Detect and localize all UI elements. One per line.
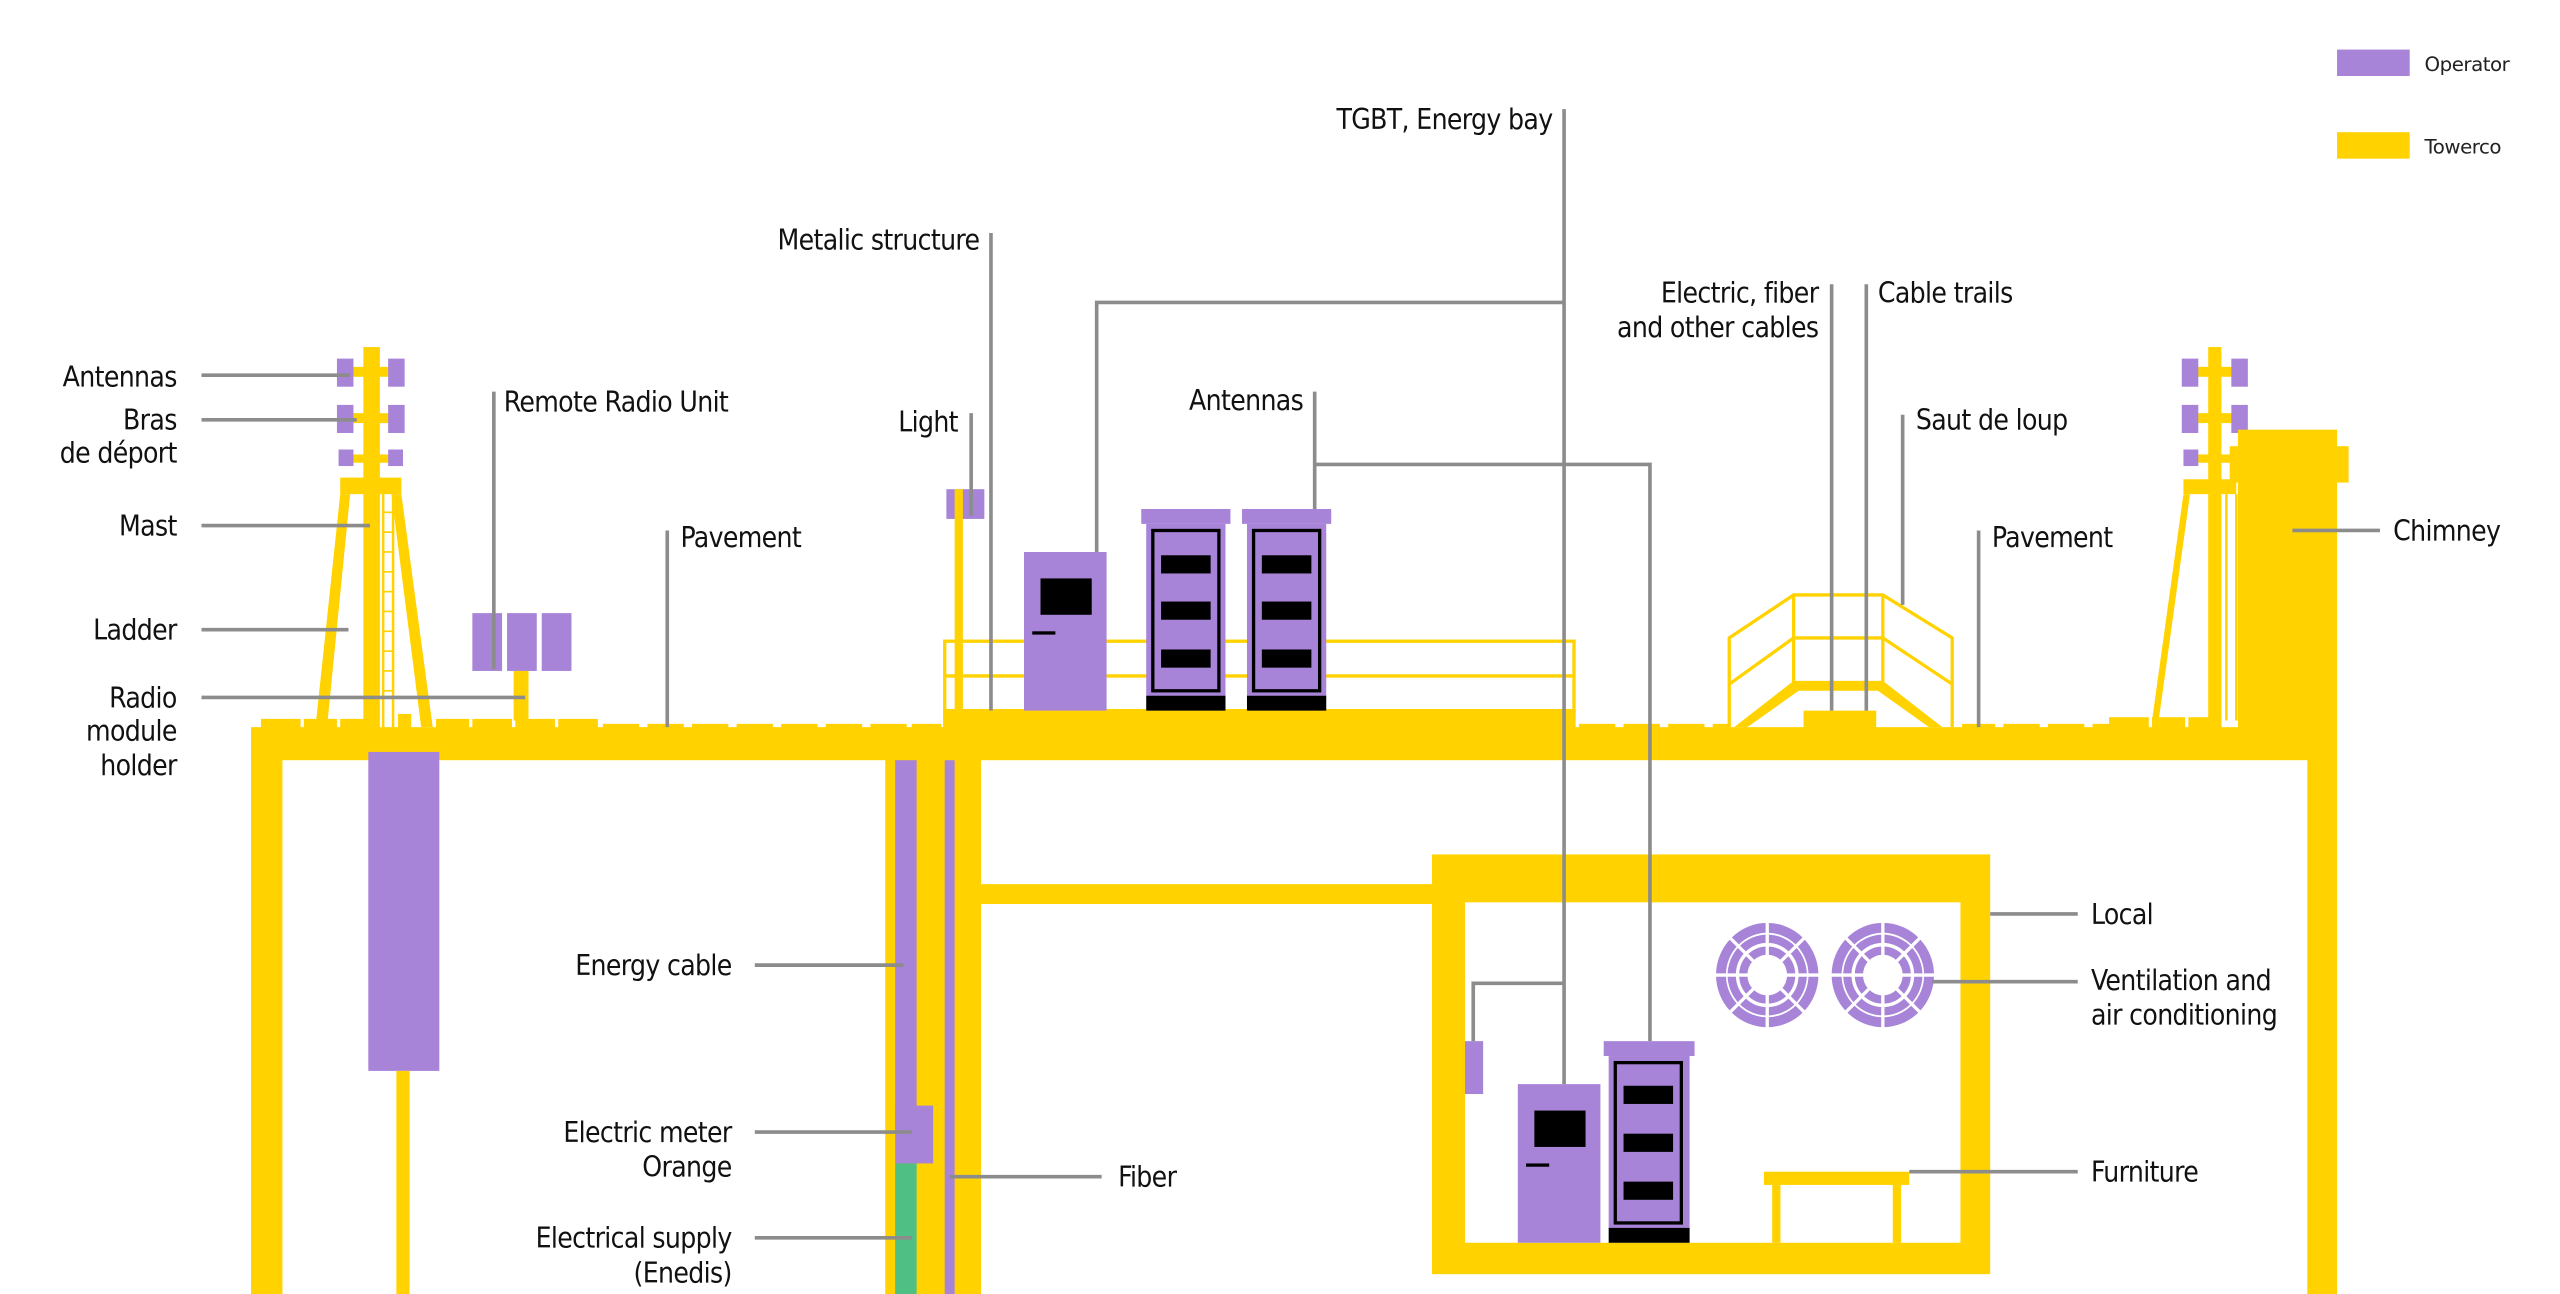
label-electric-meter: Electric meter [563, 1116, 733, 1149]
fan-spoke [1843, 985, 1873, 1015]
bras-de-deport-1 [350, 366, 394, 377]
legend-swatch-operator [2337, 49, 2410, 77]
roof-raised-deck [943, 710, 1576, 731]
label-antennas-left: Antennas [63, 361, 177, 394]
label-fiber: Fiber [1118, 1161, 1177, 1194]
label-electrical-supply: Electrical supply [536, 1222, 733, 1255]
outer-wall-left [251, 743, 283, 1294]
left-mast [315, 347, 440, 1294]
operator-cabinet [1141, 509, 1231, 711]
label-pavement-left: Pavement [680, 521, 801, 554]
label-ventilation-2: air conditioning [2091, 999, 2277, 1032]
legend-label-operator: Operator [2425, 53, 2511, 76]
fan-spoke [1727, 985, 1757, 1015]
label-radio-module-holder: Radio [109, 681, 177, 714]
chimney [2229, 429, 2349, 731]
label-furniture: Furniture [2091, 1156, 2198, 1189]
label-cable-trails: Cable trails [1878, 276, 2013, 309]
label-bras-de-deport: Bras [123, 404, 177, 437]
fan-spoke [1727, 935, 1757, 965]
remote-radio-unit [472, 613, 572, 721]
tgbt-energy-bay-local [1517, 1084, 1601, 1243]
antenna [2181, 404, 2199, 433]
mast-leg-right [391, 494, 433, 728]
label-radio-module-holder-2: module [86, 714, 177, 747]
label-mast: Mast [119, 509, 177, 542]
label-electric-meter-2: Orange [642, 1151, 731, 1184]
label-electrical-supply-2: (Enedis) [634, 1256, 732, 1289]
right-mast [2152, 347, 2248, 724]
electric-meter-orange [895, 1105, 934, 1164]
leader-lines [201, 109, 2380, 1240]
mast-pole [363, 347, 380, 731]
energy-cable [895, 760, 917, 1133]
label-metalic-structure: Metalic structure [777, 224, 979, 257]
pavement-tiles-right [1578, 717, 2222, 729]
mast-ground-pole [396, 1070, 410, 1294]
electrical-supply-enedis [895, 1163, 917, 1294]
label-ladder: Ladder [93, 614, 178, 647]
fan-spoke [1777, 935, 1807, 965]
operator-cabinet [1242, 509, 1332, 711]
antenna [388, 358, 405, 387]
label-pavement-right: Pavement [1992, 521, 2113, 554]
mast-platform [340, 477, 402, 495]
bras-de-deport-3 [350, 454, 394, 463]
fan-icon [1828, 920, 1938, 1030]
label-remote-radio-unit: Remote Radio Unit [504, 385, 729, 418]
label-energy-cable: Energy cable [575, 949, 732, 982]
label-ventilation: Ventilation and [2091, 964, 2271, 997]
legend: Operator Towerco [2337, 49, 2511, 159]
mast-leg-left [315, 494, 351, 728]
roof-slab [251, 727, 2313, 761]
legend-swatch-towerco [2337, 132, 2410, 159]
labels: Antennas Bras de déport Mast Ladder Radi… [60, 103, 2502, 1290]
label-bras-de-deport-2: de déport [60, 437, 178, 470]
ladder [381, 494, 395, 728]
label-radio-module-holder-3: holder [100, 749, 178, 782]
operator-cabinet-local [1603, 1041, 1695, 1243]
antenna [388, 449, 403, 467]
fan-spoke [1893, 985, 1923, 1015]
antenna [2183, 449, 2199, 467]
light [946, 489, 985, 713]
outer-wall-right [2307, 727, 2338, 1294]
label-electric-fiber-cables-2: and other cables [1617, 311, 1818, 344]
antenna [2231, 358, 2248, 387]
mast-base-unit [368, 751, 440, 1071]
fan-icon [1712, 920, 1822, 1030]
antenna [2181, 358, 2199, 387]
label-chimney: Chimney [2393, 514, 2501, 547]
antenna [338, 449, 354, 467]
furniture-table [1763, 1171, 1910, 1243]
local-wall-box [1464, 1041, 1484, 1095]
radio-module-holder [398, 713, 412, 734]
tgbt-energy-bay-rooftop [1024, 551, 1107, 711]
label-tgbt-energy-bay: TGBT, Energy bay [1335, 103, 1553, 136]
label-local: Local [2091, 898, 2153, 931]
legend-label-towerco: Towerco [2424, 136, 2502, 159]
cable-trail-block [1803, 710, 1877, 731]
antenna [388, 404, 405, 433]
fan-spoke [1843, 935, 1873, 965]
saut-de-loup [1727, 593, 1954, 731]
bras-de-deport-2 [350, 413, 394, 424]
fiber-cable [944, 760, 955, 1294]
label-electric-fiber-cables: Electric, fiber [1661, 276, 1820, 309]
fan-spoke [1893, 935, 1923, 965]
cable-shaft [895, 760, 955, 1294]
label-antennas-center: Antennas [1189, 384, 1303, 417]
label-saut-de-loup: Saut de loup [1916, 404, 2068, 437]
floor-beam [977, 884, 1441, 904]
fan-spoke [1777, 985, 1807, 1015]
antenna [336, 358, 354, 387]
label-light: Light [898, 405, 958, 438]
antenna [2231, 404, 2248, 433]
building [251, 710, 2338, 1294]
